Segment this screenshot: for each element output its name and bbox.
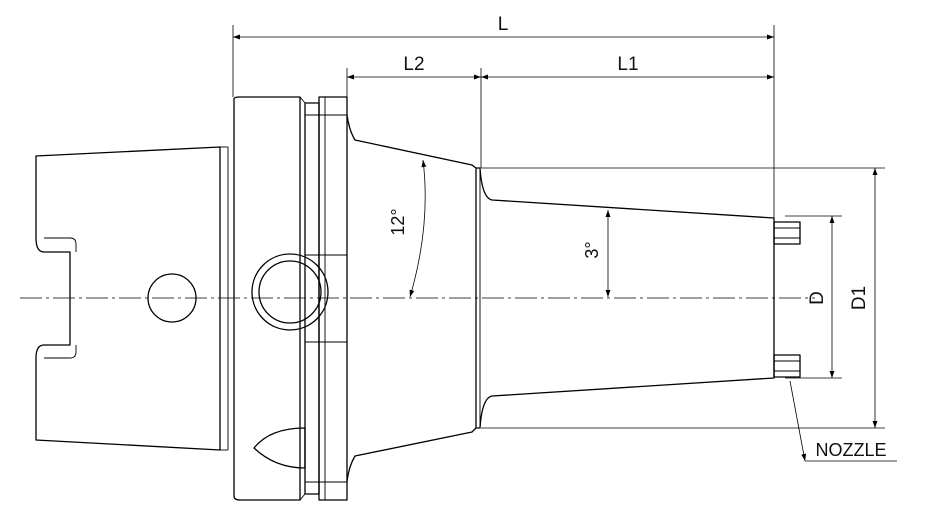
flange bbox=[233, 96, 348, 501]
label-d: D bbox=[807, 291, 828, 305]
orientation-slot-outer bbox=[251, 253, 329, 331]
label-angle-3: 3° bbox=[582, 241, 602, 258]
label-l2: L2 bbox=[403, 54, 424, 75]
label-nozzle: NOZZLE bbox=[815, 440, 886, 460]
shank bbox=[35, 146, 229, 451]
dimension-lines bbox=[233, 34, 897, 461]
extension-lines bbox=[232, 25, 885, 429]
drive-hole bbox=[147, 273, 197, 323]
label-angle-12: 12° bbox=[388, 208, 408, 235]
orientation-slot-inner bbox=[258, 260, 322, 324]
nozzle-upper bbox=[773, 221, 801, 245]
angle-arc-12 bbox=[409, 159, 427, 298]
label-d1: D1 bbox=[849, 286, 870, 310]
tool-body bbox=[346, 114, 775, 482]
nozzle-leader bbox=[789, 380, 897, 461]
label-l1: L1 bbox=[617, 54, 638, 75]
nozzle-lower bbox=[773, 354, 801, 378]
label-l: L bbox=[498, 14, 509, 35]
